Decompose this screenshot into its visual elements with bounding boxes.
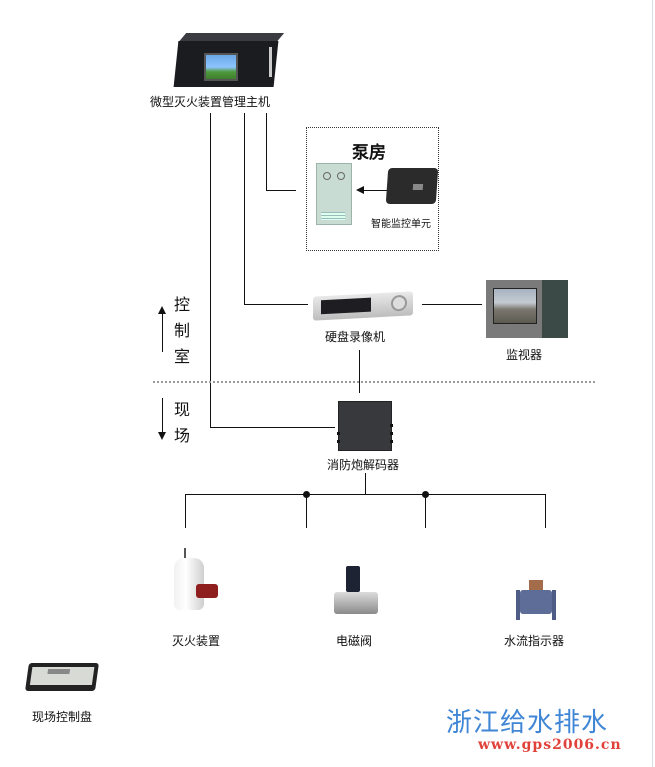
line-host-to-decoder-v	[210, 113, 211, 427]
zone-down-arrow-shaft	[162, 398, 163, 432]
zone-divider	[153, 381, 595, 383]
extinguisher-label: 灭火装置	[172, 634, 221, 648]
flow-indicator-label: 水流指示器	[504, 634, 565, 648]
decoder-icon	[337, 401, 393, 451]
zone-control-room-label: 控 制 室	[173, 295, 190, 366]
line-dvr-to-decoder	[359, 350, 360, 393]
junction-dot	[422, 491, 429, 498]
solenoid-valve-icon	[334, 562, 380, 622]
line-host-to-decoder-h	[210, 427, 335, 428]
line-dvr-to-monitor	[422, 304, 482, 305]
bus-drop-2	[306, 494, 307, 528]
field-control-panel-label: 现场控制盘	[32, 710, 93, 724]
field-control-panel-icon	[25, 663, 99, 691]
monitor-icon	[486, 280, 568, 338]
line-host-to-dvr-v	[244, 113, 245, 304]
bus-drop-1	[185, 494, 186, 528]
pump-room-box	[306, 127, 439, 251]
brand-name: 浙江给水排水	[446, 708, 609, 738]
arrow-left-icon	[356, 186, 364, 194]
dvr-label: 硬盘录像机	[325, 330, 386, 344]
zone-field-label: 现 场	[173, 400, 190, 445]
pump-room-title: 泵房	[352, 143, 386, 163]
line-host-to-dvr-h	[244, 304, 308, 305]
bus-drop-3	[425, 494, 426, 528]
junction-dot	[303, 491, 310, 498]
smart-monitor-unit-label: 智能监控单元	[371, 219, 431, 230]
bus-line	[185, 494, 546, 495]
dvr-icon	[313, 291, 413, 321]
host-computer-icon	[173, 33, 285, 88]
decoder-label: 消防炮解码器	[327, 458, 400, 472]
line-host-to-pump-v	[266, 113, 267, 190]
page-edge	[652, 0, 653, 767]
bus-drop-4	[545, 494, 546, 528]
brand-url[interactable]: www.gps2006.cn	[478, 737, 622, 753]
extinguisher-icon	[172, 548, 230, 618]
pump-cabinet-icon	[316, 163, 352, 225]
flow-indicator-icon	[516, 580, 556, 622]
host-label: 微型灭火装置管理主机	[150, 95, 271, 109]
line-host-to-pump-h	[266, 190, 296, 191]
arrow-up-icon	[158, 306, 166, 314]
solenoid-valve-label: 电磁阀	[336, 634, 373, 648]
smart-monitor-unit-icon	[385, 168, 439, 204]
line-monitor-unit-to-cabinet	[363, 190, 388, 191]
monitor-label: 监视器	[506, 348, 543, 362]
line-decoder-to-bus	[365, 473, 366, 494]
arrow-down-icon	[158, 432, 166, 440]
zone-up-arrow-shaft	[162, 312, 163, 352]
